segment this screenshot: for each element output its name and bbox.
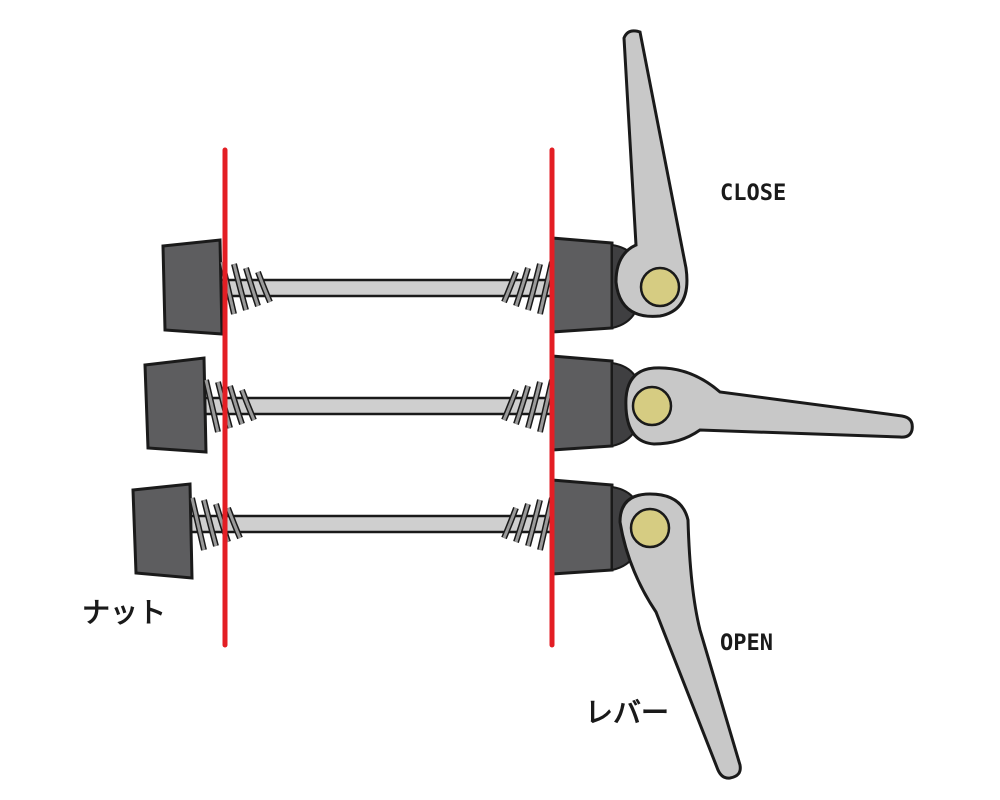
nut xyxy=(161,238,224,336)
cam-pin xyxy=(629,507,671,549)
label-close: CLOSE xyxy=(720,181,786,206)
lever-arm xyxy=(624,366,914,446)
label-lever: レバー xyxy=(585,696,669,729)
cam-pin xyxy=(639,266,681,308)
cam-body xyxy=(550,478,614,576)
skewer-mid xyxy=(143,354,914,454)
skewer-close xyxy=(161,29,689,336)
label-nut: ナット xyxy=(82,596,166,629)
cam-body xyxy=(550,236,614,334)
cam-pin xyxy=(631,385,673,427)
lever-arm xyxy=(618,492,742,780)
lever-arm xyxy=(614,29,689,318)
nut xyxy=(131,482,194,580)
label-open: OPEN xyxy=(720,631,773,656)
skewer-open xyxy=(131,478,742,780)
nut xyxy=(143,356,208,454)
cam-body xyxy=(550,354,614,452)
